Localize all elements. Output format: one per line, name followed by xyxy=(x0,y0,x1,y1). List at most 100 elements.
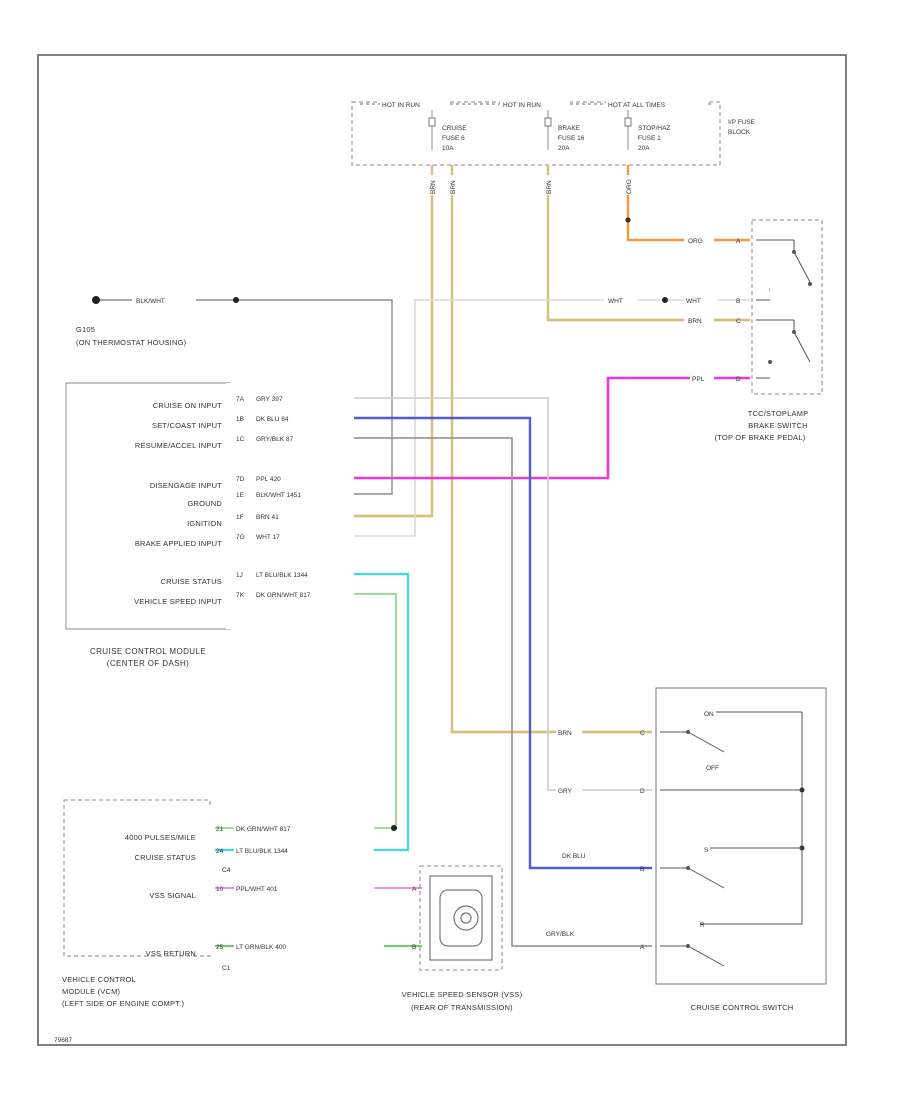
vcm-wire-401: PPL/WHT 401 xyxy=(236,886,278,893)
ccm-pin-label: 1E xyxy=(236,492,245,499)
ccs-on-label: ON xyxy=(704,711,714,718)
ccm-wire-label: GRY/BLK 87 xyxy=(256,436,293,443)
ccm-wire-label: WHT 17 xyxy=(256,534,280,541)
brake-switch-pin-a: A xyxy=(736,238,741,245)
cruise-fuse-label-2: FUSE 6 xyxy=(442,135,465,142)
ccm-input-label: RESUME/ACCEL INPUT xyxy=(135,441,222,450)
ground-location: (ON THERMOSTAT HOUSING) xyxy=(76,338,187,347)
wire-dk-grn-vehicle-speed xyxy=(212,593,397,829)
brake-switch-wire-brn: BRN xyxy=(688,318,702,325)
ccm-input-label: CRUISE ON INPUT xyxy=(153,401,222,410)
vss-pin-b: B xyxy=(412,944,416,951)
ccs-pin-d: D xyxy=(640,788,645,795)
fuse-wire-brn-2: BRN xyxy=(450,180,457,194)
ccm-pin-label: 1J xyxy=(236,572,243,579)
ccs-set-label: S xyxy=(704,847,709,854)
ccm-input-label: VEHICLE SPEED INPUT xyxy=(134,597,222,606)
brake-switch-wire-ppl: PPL xyxy=(692,376,705,383)
vss-name: VEHICLE SPEED SENSOR (VSS) xyxy=(402,990,523,999)
ccm-location: (CENTER OF DASH) xyxy=(107,659,189,668)
vss-pin-a: A xyxy=(412,886,417,893)
ground-name: G105 xyxy=(76,325,95,334)
vehicle-speed-sensor: A B VEHICLE SPEED SENSOR (VSS) (REAR OF … xyxy=(402,865,523,1012)
vcm-pin-24: 24 xyxy=(216,848,224,855)
vcm-pin-21: 21 xyxy=(216,826,224,833)
ccm-input-label: SET/COAST INPUT xyxy=(152,421,222,430)
wire-brn-cruise-switch xyxy=(450,165,652,734)
vcm-connector-c1: C1 xyxy=(222,965,231,972)
vcm-location: (LEFT SIDE OF ENGINE COMPT.) xyxy=(62,999,184,1008)
ccm-wire-label: BRN 41 xyxy=(256,514,279,521)
stop-fuse-label-2: FUSE 1 xyxy=(638,135,661,142)
brake-fuse-label-2: FUSE 16 xyxy=(558,135,585,142)
ccm-pin-label: 1F xyxy=(236,514,244,521)
brake-switch-pin-b: B xyxy=(736,298,740,305)
vcm-pin-25: 25 xyxy=(216,944,224,951)
ccs-wire-brn: BRN xyxy=(558,730,572,737)
stop-fuse-label-3: 20A xyxy=(638,145,650,152)
ccs-pin-b: B xyxy=(640,866,644,873)
ccm-input-label: BRAKE APPLIED INPUT xyxy=(135,539,222,548)
brake-switch-name-2: BRAKE SWITCH xyxy=(748,421,808,430)
cruise-fuse: CRUISE FUSE 6 10A xyxy=(428,110,467,152)
brake-switch-wire-wht-left: WHT xyxy=(608,298,623,305)
ccm-wire-label: PPL 420 xyxy=(256,476,281,483)
fuse-wire-org: ORG xyxy=(626,179,633,194)
ccm-wire-label: DK GRN/WHT 817 xyxy=(256,592,311,599)
ccm-pin-label: 7G xyxy=(236,534,245,541)
ccs-r-label: R xyxy=(700,922,705,929)
brake-switch-wire-wht-right: WHT xyxy=(686,298,701,305)
ccm-pin-label: 1B xyxy=(236,416,244,423)
wire-org-brake-switch xyxy=(626,165,750,242)
ground-wire-label: BLK/WHT xyxy=(136,298,165,305)
wires xyxy=(96,165,750,947)
ccs-off-label: OFF xyxy=(706,765,719,772)
vcm-wire-817: DK GRN/WHT 817 xyxy=(236,826,291,833)
vcm-label-pulses: 4000 PULSES/MILE xyxy=(125,833,196,842)
fuse-wire-brn-3: BRN xyxy=(546,180,553,194)
wire-brn-ignition xyxy=(236,165,434,518)
brake-fuse: BRAKE FUSE 16 20A xyxy=(544,110,585,152)
vcm-name: VEHICLE CONTROL xyxy=(62,975,136,984)
diagram-footer-code: 79687 xyxy=(54,1037,72,1044)
stop-fuse-label-1: STOP/HAZ xyxy=(638,125,670,132)
vehicle-control-module: 4000 PULSES/MILE CRUISE STATUS VSS SIGNA… xyxy=(62,799,397,1008)
ccs-name: CRUISE CONTROL SWITCH xyxy=(691,1003,794,1012)
fuse-block-label-1: I/P FUSE xyxy=(728,119,756,126)
vcm-label-cruise-status: CRUISE STATUS xyxy=(135,853,197,862)
ccs-pin-c: C xyxy=(640,730,645,737)
ccm-wire-label: LT BLU/BLK 1344 xyxy=(256,572,308,579)
ccm-input-label: GROUND xyxy=(187,499,222,508)
vss-location: (REAR OF TRANSMISSION) xyxy=(411,1003,513,1012)
ccm-name: CRUISE CONTROL MODULE xyxy=(90,647,206,656)
hot-at-all-times-text: HOT AT ALL TIMES xyxy=(608,102,666,109)
fuse-block-label-2: BLOCK xyxy=(728,129,751,136)
brake-switch-pin-c: C xyxy=(736,318,741,325)
ccm-wire-label: DK BLU 84 xyxy=(256,416,289,423)
wire-lt-blu-cruise-status xyxy=(212,572,410,852)
vcm-wire-1344: LT BLU/BLK 1344 xyxy=(236,848,288,855)
vcm-wire-400: LT GRN/BLK 400 xyxy=(236,944,286,951)
vcm-connector-c4: C4 xyxy=(222,867,231,874)
hot-in-run-text-2: HOT IN RUN xyxy=(503,102,541,109)
ccm-wire-label: BLK/WHT 1451 xyxy=(256,492,301,499)
cruise-fuse-label-3: 10A xyxy=(442,145,454,152)
ccm-wire-label: GRY 397 xyxy=(256,396,283,403)
ccm-pin-label: 7D xyxy=(236,476,245,483)
ground-g105: BLK/WHT G105 (ON THERMOSTAT HOUSING) xyxy=(76,295,239,347)
fuse-wire-labels: BRN BRN BRN ORG xyxy=(427,175,633,223)
vcm-name-2: MODULE (VCM) xyxy=(62,987,121,996)
hot-in-run-text-1: HOT IN RUN xyxy=(382,102,420,109)
wire-gry-blk-resume xyxy=(236,437,652,947)
brake-switch-location: (TOP OF BRAKE PEDAL) xyxy=(715,433,806,442)
ccs-pin-a: A xyxy=(640,944,645,951)
svg-text:↑: ↑ xyxy=(768,287,771,294)
fuse-block: HOT IN RUN HOT IN RUN HOT AT ALL TIMES H… xyxy=(351,100,756,166)
ccs-wire-dk-blu: DK BLU xyxy=(562,853,586,860)
brake-switch: ↑ ORG A WHT WHT B BRN C PPL D TCC/STOPLA… xyxy=(604,219,823,442)
cruise-control-switch: ON OFF S R BRN GRY DK BLU GRY/BLK C D B … xyxy=(546,687,827,1012)
ccm-pin-label: 7A xyxy=(236,396,245,403)
diagram-frame xyxy=(37,54,847,1046)
